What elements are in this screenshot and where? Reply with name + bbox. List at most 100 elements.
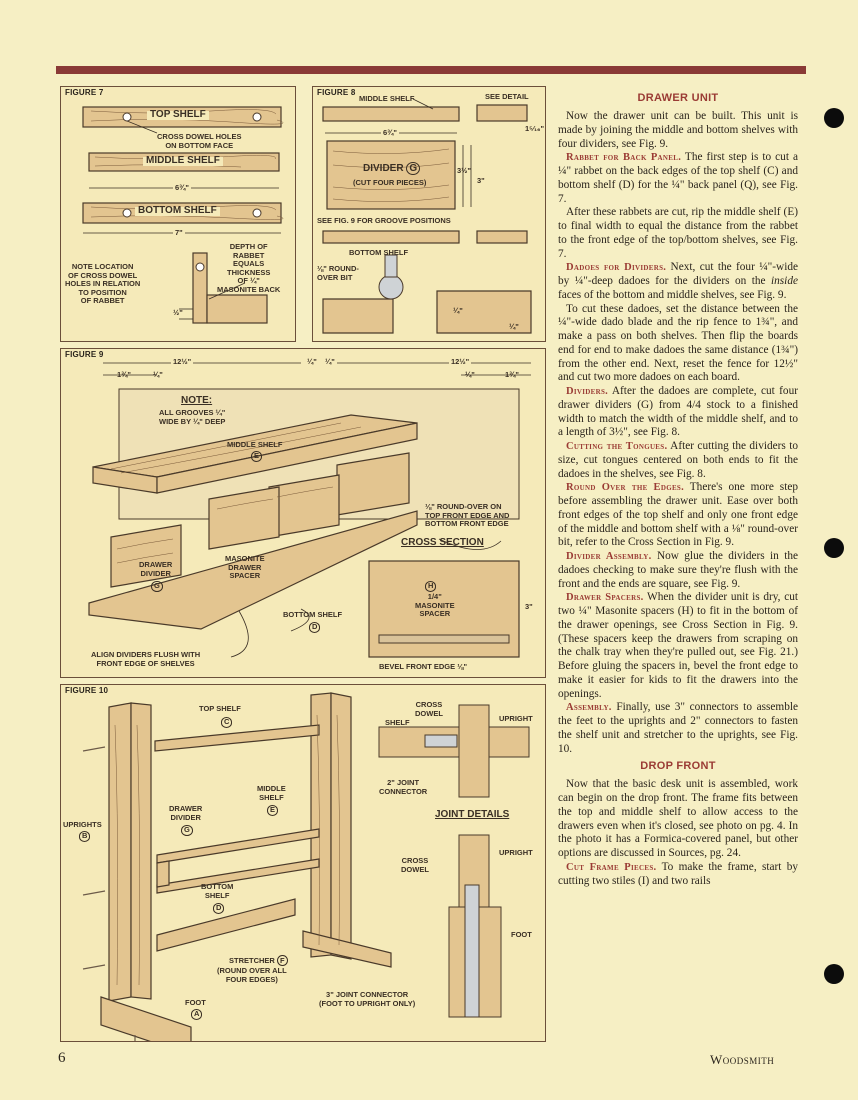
paragraph: Cut Frame Pieces. To make the frame, sta…: [558, 860, 798, 887]
top-shelf-label: TOP SHELF: [147, 110, 209, 120]
see-detail-label: SEE DETAIL: [485, 92, 529, 101]
divider-label: DIVIDER G: [363, 162, 421, 175]
dim-h2: 3": [477, 176, 485, 185]
dim-middle: 6¾": [173, 183, 191, 193]
middle-letter: E: [267, 805, 279, 816]
figure-9-drawing: [88, 362, 531, 658]
shelf-label: SHELF: [385, 718, 410, 727]
dim-q4: ¼": [465, 370, 475, 379]
figure-label: FIGURE 7: [65, 88, 104, 97]
dim-half: ½": [173, 308, 183, 317]
paragraph: Assembly. Finally, use 3" connectors to …: [558, 701, 798, 755]
cross-dowel2-label: CROSS DOWEL: [401, 856, 429, 874]
dim-q2: ¼": [509, 322, 519, 331]
uprights-label: UPRIGHTS: [63, 820, 102, 829]
figure-9: FIGURE 9 12½" 12½" 1¾" ¼" ¼" ¼" ¼" 1¾" N…: [60, 348, 546, 678]
page-number: 6: [58, 1050, 66, 1066]
figure-label: FIGURE 10: [65, 686, 109, 695]
upright2-label: UPRIGHT: [499, 848, 533, 857]
cross-section-title: CROSS SECTION: [401, 537, 484, 548]
subhead: Assembly.: [566, 702, 612, 714]
dim-q3: ¼": [325, 357, 335, 366]
masonite-spacer-label: MASONITE DRAWER SPACER: [225, 554, 265, 580]
bottom-shelf-label: BOTTOM SHELF: [349, 248, 409, 257]
section-letter: H: [425, 581, 437, 592]
depth-note: DEPTH OF RABBET EQUALS THICKNESS OF ¼" M…: [217, 242, 281, 294]
joint-details-title: JOINT DETAILS: [435, 809, 510, 820]
section-label: 1/4" MASONITE SPACER: [415, 592, 455, 618]
stretcher-note: (ROUND OVER ALL FOUR EDGES): [217, 966, 287, 984]
figure-10-drawing: [82, 692, 530, 1041]
dim-right: 12½": [449, 357, 472, 367]
foot-letter: A: [191, 1009, 203, 1020]
section-heading: DRAWER UNIT: [637, 92, 719, 104]
stretcher-label: STRETCHER F: [229, 955, 288, 966]
top-letter: C: [221, 717, 233, 728]
figure-8: FIGURE 8 MIDDLE SHELF SEE DETAIL 6¾" 1⁵⁄…: [312, 86, 546, 342]
figure-label: FIGURE 9: [65, 350, 104, 359]
foot-label: FOOT: [185, 998, 206, 1007]
middle-shelf-label: MIDDLE SHELF: [143, 156, 223, 166]
dim-q: ¼": [153, 370, 163, 379]
uprights-letter: B: [79, 831, 91, 842]
bottom-shelf-label: BOTTOM SHELF: [135, 206, 220, 216]
dim-left: 12½": [171, 357, 194, 367]
paragraph: Rabbet for Back Panel. The first step is…: [558, 151, 798, 205]
paragraph: Dividers. After the dadoes are complete,…: [558, 385, 798, 439]
subhead: Divider Assembly.: [566, 551, 652, 562]
paragraph: Now the drawer unit can be built. This u…: [558, 110, 798, 150]
subhead: Round Over the Edges.: [566, 482, 685, 494]
paragraph: After these rabbets are cut, rip the mid…: [558, 206, 798, 260]
paragraph: Drawer Spacers. When the divider unit is…: [558, 591, 798, 700]
dim-q1: ¼": [453, 306, 463, 315]
paragraph: Cutting the Tongues. After cutting the d…: [558, 440, 798, 480]
subhead: Cut Frame Pieces.: [566, 861, 657, 873]
paragraph: Divider Assembly. Now glue the dividers …: [558, 550, 798, 590]
paragraph: Dadoes for Dividers. Next, cut the four …: [558, 261, 798, 301]
dim-134b: 1¾": [505, 370, 519, 379]
divider-letter: G: [181, 825, 193, 836]
figure-7: FIGURE 7 TOP SHELF CROSS DOWEL HOLES ON …: [60, 86, 296, 342]
paragraph: Round Over the Edges. There's one more s…: [558, 481, 798, 549]
article-column: DRAWER UNIT Now the drawer unit can be b…: [558, 88, 798, 888]
middle-shelf-label: MIDDLE SHELF: [227, 440, 283, 449]
middle-letter: E: [251, 451, 263, 462]
middle-shelf-label: MIDDLE SHELF: [359, 94, 415, 103]
drawer-divider-label: DRAWER DIVIDER: [169, 804, 203, 822]
joint-2-label: 2" JOINT CONNECTOR: [379, 778, 428, 796]
cross-dowel-label: CROSS DOWEL: [415, 700, 443, 718]
bevel-note: BEVEL FRONT EDGE ⅛": [379, 662, 468, 671]
dim-h1: 3½": [457, 166, 471, 175]
subhead: Dadoes for Dividers.: [566, 262, 667, 274]
figure-10: FIGURE 10 TOP SHELF C UPRIGHTS B DRAWER …: [60, 684, 546, 1042]
paragraph: Now that the basic desk unit is assemble…: [558, 778, 798, 859]
bottom-letter: D: [213, 903, 225, 914]
dim-q2: ¼": [307, 357, 317, 366]
note-body: ALL GROOVES ¼" WIDE BY ¼" DEEP: [159, 408, 226, 426]
dim-small: 1⁵⁄₁₆": [525, 124, 545, 133]
subhead: Cutting the Tongues.: [566, 441, 668, 452]
dim-3: 3": [525, 602, 533, 611]
location-note: NOTE LOCATION OF CROSS DOWEL HOLES IN RE…: [65, 262, 141, 305]
bottom-shelf-label: BOTTOM SHELF: [283, 610, 343, 619]
figure-7-drawing: [82, 106, 284, 324]
bottom-letter: D: [309, 622, 321, 633]
divider-letter: G: [151, 581, 163, 592]
section-heading: DROP FRONT: [640, 760, 716, 773]
brand-name: Woodsmith: [710, 1052, 775, 1067]
roundover-note: ⅛" ROUND- OVER BIT: [317, 264, 359, 282]
paragraph: To cut these dadoes, set the distance be…: [558, 302, 798, 384]
subhead: Drawer Spacers.: [566, 592, 644, 604]
subhead: Dividers.: [566, 386, 609, 397]
middle-shelf-label: MIDDLE SHELF: [257, 784, 286, 802]
figure-8-drawing: [322, 98, 532, 334]
drawer-divider-label: DRAWER DIVIDER: [139, 560, 173, 578]
upright-label: UPRIGHT: [499, 714, 533, 723]
header-rule: [56, 66, 806, 74]
groove-note: SEE FIG. 9 FOR GROOVE POSITIONS: [317, 216, 451, 225]
binder-hole: [824, 964, 844, 984]
dim-134a: 1¾": [117, 370, 131, 379]
binder-hole: [824, 108, 844, 128]
joint-connector-3-label: 3" JOINT CONNECTOR (FOOT TO UPRIGHT ONLY…: [319, 990, 416, 1008]
dim-width: 6¾": [381, 128, 399, 138]
